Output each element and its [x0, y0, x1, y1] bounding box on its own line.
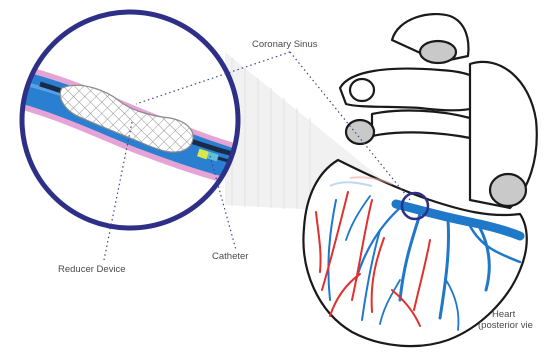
label-coronary-sinus: Coronary Sinus	[252, 40, 317, 51]
vessel-band	[372, 111, 470, 138]
label-heart-view: (posterior vie	[478, 321, 533, 332]
vessel-opening-top	[420, 41, 456, 63]
label-catheter: Catheter	[212, 252, 248, 263]
magnified-view	[0, 12, 262, 228]
vein-opening-lower-left	[346, 120, 374, 144]
vein-opening-left	[350, 79, 374, 101]
label-reducer-device: Reducer Device	[58, 265, 126, 276]
ivc-opening	[490, 174, 526, 206]
label-heart: Heart (posterior vie	[478, 310, 533, 332]
